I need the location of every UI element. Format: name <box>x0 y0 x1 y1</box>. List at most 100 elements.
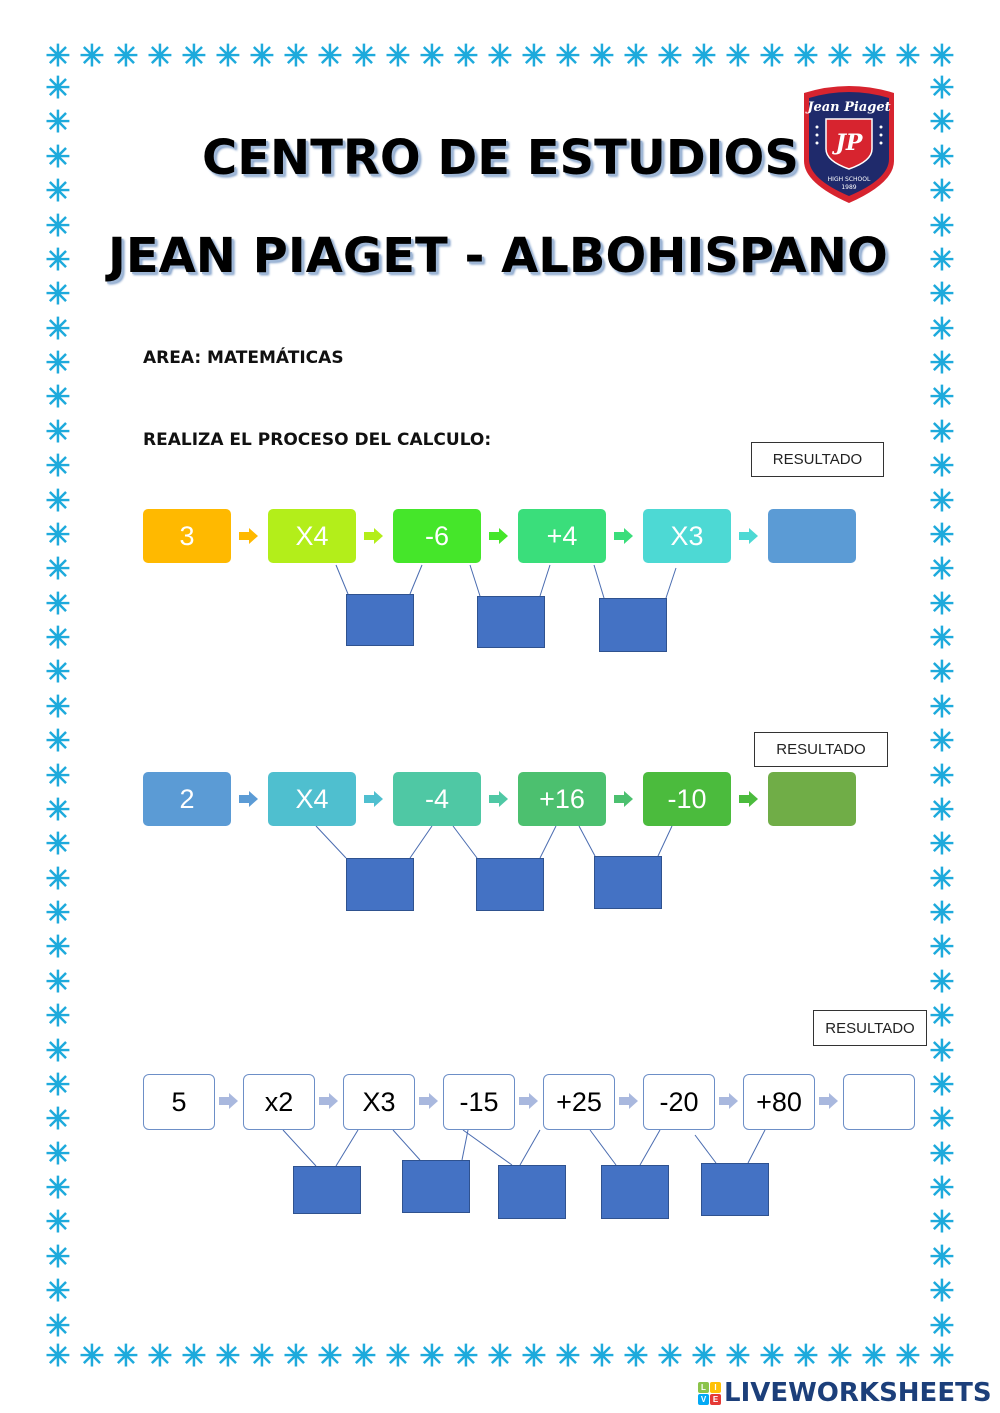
arrow-right-icon <box>239 528 259 544</box>
answer-box[interactable] <box>594 856 662 909</box>
border-top: ✳✳✳✳✳✳✳✳✳✳✳✳✳✳✳✳✳✳✳✳✳✳✳✳✳✳✳ <box>42 42 958 72</box>
snowflake-icon: ✳ <box>929 656 955 690</box>
arrow-right-icon <box>619 1093 639 1109</box>
step-box: -10 <box>643 772 731 826</box>
snowflake-icon: ✳ <box>45 381 71 415</box>
result-box[interactable] <box>768 509 856 563</box>
arrow-right-icon <box>419 1093 439 1109</box>
answer-box[interactable] <box>476 858 544 911</box>
snowflake-icon: ✳ <box>623 1340 649 1373</box>
arrow-right-icon <box>319 1093 339 1109</box>
svg-text:HIGH SCHOOL: HIGH SCHOOL <box>828 176 871 183</box>
snowflake-icon: ✳ <box>45 175 71 209</box>
snowflake-icon: ✳ <box>929 450 955 484</box>
snowflake-icon: ✳ <box>759 40 785 73</box>
snowflake-icon: ✳ <box>45 1103 71 1137</box>
snowflake-icon: ✳ <box>725 1340 751 1373</box>
snowflake-icon: ✳ <box>317 1340 343 1373</box>
snowflake-icon: ✳ <box>45 1240 71 1274</box>
snowflake-icon: ✳ <box>45 931 71 965</box>
snowflake-icon: ✳ <box>691 40 717 73</box>
snowflake-icon: ✳ <box>929 1172 955 1205</box>
svg-text:1989: 1989 <box>841 184 856 191</box>
arrow-right-icon <box>719 1093 739 1109</box>
arrow-right-icon <box>739 791 759 807</box>
result-box[interactable] <box>768 772 856 826</box>
answer-box[interactable] <box>601 1165 669 1219</box>
snowflake-icon: ✳ <box>725 40 751 73</box>
snowflake-icon: ✳ <box>929 209 955 243</box>
snowflake-icon: ✳ <box>929 931 955 965</box>
snowflake-icon: ✳ <box>657 1340 683 1373</box>
snowflake-icon: ✳ <box>79 1340 105 1373</box>
step-box: 2 <box>143 772 231 826</box>
snowflake-icon: ✳ <box>249 1340 275 1373</box>
snowflake-icon: ✳ <box>895 40 921 73</box>
result-box[interactable] <box>843 1074 915 1130</box>
snowflake-icon: ✳ <box>45 587 71 621</box>
snowflake-icon: ✳ <box>929 622 955 655</box>
snowflake-icon: ✳ <box>45 518 71 552</box>
border-right: ✳✳✳✳✳✳✳✳✳✳✳✳✳✳✳✳✳✳✳✳✳✳✳✳✳✳✳✳✳✳✳✳✳✳✳✳✳ <box>926 74 958 1342</box>
result-label-2: RESULTADO <box>754 732 888 767</box>
snowflake-icon: ✳ <box>555 40 581 73</box>
snowflake-icon: ✳ <box>589 1340 615 1373</box>
snowflake-icon: ✳ <box>929 793 955 827</box>
brand-name: LIVEWORKSHEETS <box>724 1378 992 1408</box>
snowflake-icon: ✳ <box>929 759 955 793</box>
snowflake-icon: ✳ <box>929 1275 955 1309</box>
snowflake-icon: ✳ <box>249 40 275 73</box>
snowflake-icon: ✳ <box>283 40 309 73</box>
snowflake-icon: ✳ <box>45 243 71 277</box>
answer-box[interactable] <box>477 596 545 648</box>
answer-box[interactable] <box>346 858 414 911</box>
arrow-right-icon <box>364 791 384 807</box>
snowflake-icon: ✳ <box>929 828 955 862</box>
step-box: +80 <box>743 1074 815 1130</box>
snowflake-icon: ✳ <box>45 1000 71 1034</box>
snowflake-icon: ✳ <box>45 828 71 862</box>
answer-box[interactable] <box>599 598 667 652</box>
svg-text:JP: JP <box>832 130 864 156</box>
answer-box[interactable] <box>498 1165 566 1219</box>
result-label-1: RESULTADO <box>751 442 884 477</box>
snowflake-icon: ✳ <box>453 40 479 73</box>
step-box: x2 <box>243 1074 315 1130</box>
answer-box[interactable] <box>701 1163 769 1216</box>
snowflake-icon: ✳ <box>929 897 955 930</box>
arrow-right-icon <box>519 1093 539 1109</box>
answer-box[interactable] <box>346 594 414 646</box>
page-title-line2: JEAN PIAGET - ALBOHISPANO <box>108 228 888 284</box>
answer-box[interactable] <box>293 1166 361 1214</box>
snowflake-icon: ✳ <box>929 690 955 724</box>
snowflake-icon: ✳ <box>45 553 71 587</box>
step-box: -20 <box>643 1074 715 1130</box>
snowflake-icon: ✳ <box>45 1172 71 1205</box>
snowflake-icon: ✳ <box>929 1206 955 1240</box>
arrow-right-icon <box>364 528 384 544</box>
snowflake-icon: ✳ <box>487 40 513 73</box>
snowflake-icon: ✳ <box>45 862 71 896</box>
snowflake-icon: ✳ <box>215 1340 241 1373</box>
step-box: X4 <box>268 772 356 826</box>
snowflake-icon: ✳ <box>793 40 819 73</box>
snowflake-icon: ✳ <box>45 106 71 140</box>
snowflake-icon: ✳ <box>45 278 71 312</box>
snowflake-icon: ✳ <box>589 40 615 73</box>
snowflake-icon: ✳ <box>45 1137 71 1171</box>
snowflake-icon: ✳ <box>929 965 955 999</box>
snowflake-icon: ✳ <box>385 1340 411 1373</box>
border-left: ✳✳✳✳✳✳✳✳✳✳✳✳✳✳✳✳✳✳✳✳✳✳✳✳✳✳✳✳✳✳✳✳✳✳✳✳✳ <box>42 74 74 1342</box>
snowflake-icon: ✳ <box>521 1340 547 1373</box>
snowflake-icon: ✳ <box>45 965 71 999</box>
result-label-3: RESULTADO <box>813 1010 927 1046</box>
snowflake-icon: ✳ <box>623 40 649 73</box>
snowflake-icon: ✳ <box>45 72 71 105</box>
snowflake-icon: ✳ <box>181 40 207 73</box>
arrow-right-icon <box>739 528 759 544</box>
arrow-right-icon <box>614 791 634 807</box>
snowflake-icon: ✳ <box>929 175 955 209</box>
snowflake-icon: ✳ <box>45 450 71 484</box>
answer-box[interactable] <box>402 1160 470 1213</box>
snowflake-icon: ✳ <box>45 793 71 827</box>
